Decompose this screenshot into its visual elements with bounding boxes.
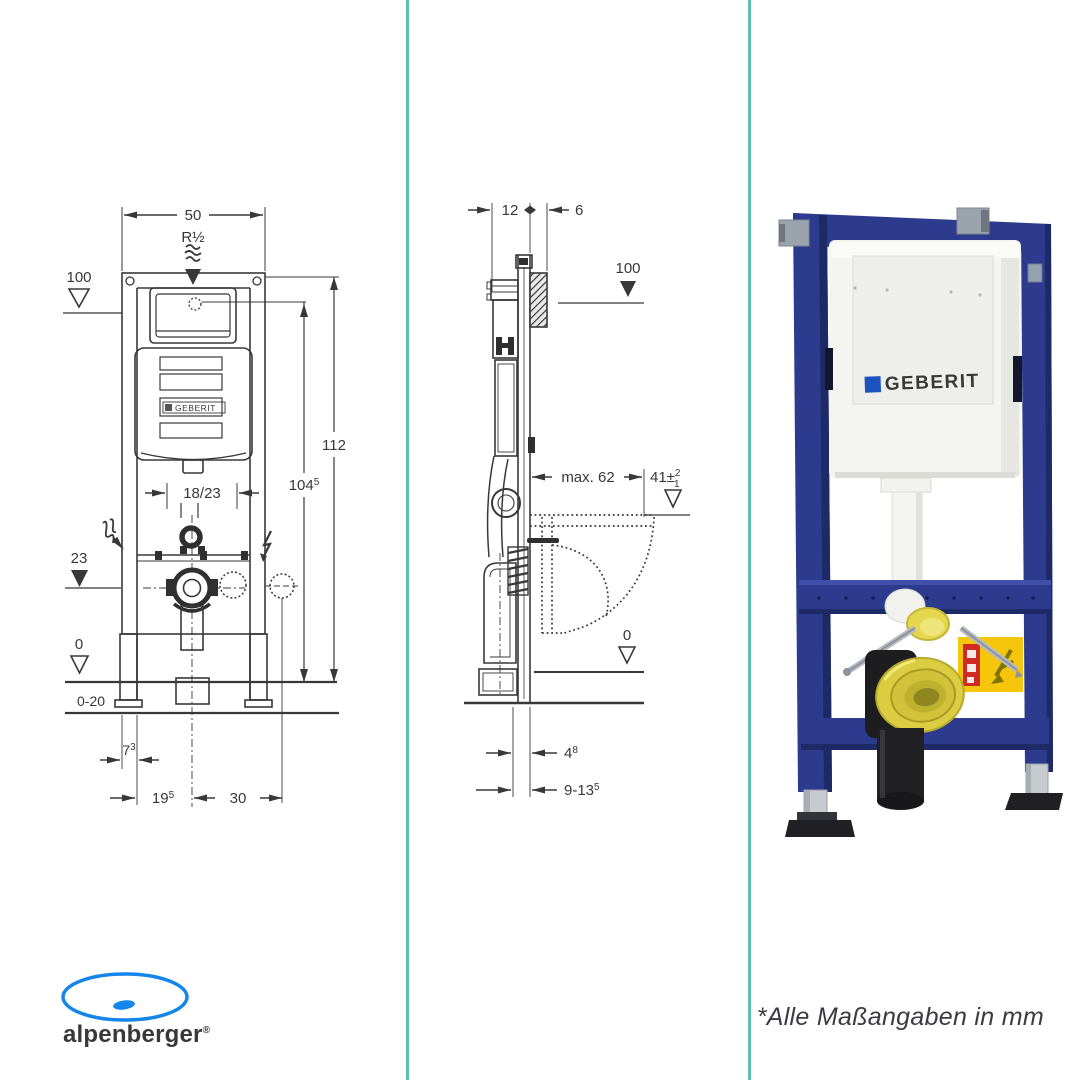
flush-pipe (880, 477, 932, 585)
inlet-arrow (185, 269, 201, 285)
logo-ellipse (61, 972, 189, 1022)
mini-brand: GEBERIT (175, 403, 216, 413)
flame-arrow (111, 536, 124, 550)
divider-left (406, 0, 409, 1080)
svg-text:alpenberger®: alpenberger® (63, 1021, 211, 1048)
cistern (829, 240, 1021, 478)
steam-icon (184, 244, 202, 262)
dim-level-23: 23 (71, 550, 88, 567)
wall-bracket-right (956, 207, 990, 235)
dim-max-62: max. 62 (561, 469, 614, 486)
elevation-open-0-side (617, 646, 637, 665)
clip-left (825, 348, 833, 390)
dotted-hole-inner (219, 571, 247, 599)
mini-brand-box (162, 401, 226, 414)
lightning-icon (260, 530, 272, 562)
logo-registered: ® (203, 1025, 211, 1036)
dim-floor-range: 0-20 (77, 693, 105, 709)
dim-level-100-side: 100 (615, 260, 640, 277)
wc-pan-outline (530, 514, 655, 635)
dim-width-30: 30 (230, 790, 247, 807)
threaded-rod-right (959, 625, 1023, 678)
elevation-open-0 (69, 655, 90, 675)
dim-width-50: 50 (185, 207, 202, 224)
geberit-logo: GEBERIT (864, 371, 980, 395)
dotted-hole-outer (269, 573, 295, 599)
side-view-drawing: 12 6 100 max. 62 41±21 0 48 9-135 (464, 202, 690, 799)
product-photo: GEBERIT (778, 207, 1063, 837)
front-view-drawing: 50 R½ 100 112 1045 18/23 23 0 0-20 73 19… (63, 207, 346, 807)
dim-depth-6: 6 (575, 202, 583, 219)
dim-level-100: 100 (66, 269, 91, 286)
inlet-fitting (884, 588, 950, 641)
frame-sticker (1027, 263, 1043, 283)
logo-text: alpenberger (63, 1021, 203, 1048)
dim-height-112: 112 (322, 437, 346, 454)
elevation-filled-23 (71, 570, 88, 587)
dim-height-104: 1045 (289, 477, 320, 494)
elevation-open-100 (67, 288, 91, 309)
alpenberger-logo: alpenberger® (61, 972, 211, 1048)
frame-right-post (1021, 224, 1053, 772)
drain-socket-yellow (875, 656, 965, 734)
flame-icon (102, 518, 117, 544)
geberit-logo-text: GEBERIT (884, 371, 980, 395)
wall-plate-hatch (529, 272, 548, 328)
divider-right (748, 0, 751, 1080)
dim-width-7: 73 (122, 742, 136, 758)
clip-right (1013, 356, 1022, 402)
dim-level-0-side: 0 (623, 627, 631, 644)
foot-right (1005, 763, 1063, 810)
drain-pipe-black (877, 728, 924, 810)
logo-drop (113, 1000, 135, 1010)
dim-depth-913: 9-135 (564, 782, 600, 799)
dim-thread-r12: R½ (181, 229, 205, 246)
geberit-logo-square (864, 376, 882, 393)
wall-anchor-pin (527, 538, 559, 543)
dim-depth-12: 12 (502, 202, 519, 219)
foot-left (785, 789, 855, 837)
elevation-open-41 (663, 489, 683, 509)
units-footnote: *Alle Maßangaben in mm (756, 1003, 1044, 1031)
mini-brand-square (165, 404, 172, 411)
corrugated-connector (507, 546, 529, 596)
dim-depth-4: 48 (564, 745, 578, 762)
dim-width-19: 195 (152, 790, 175, 807)
wall-bracket-left (778, 219, 810, 247)
dim-span-1823: 18/23 (183, 485, 221, 502)
elevation-filled-100 (620, 281, 636, 297)
dim-level-0: 0 (75, 636, 83, 653)
